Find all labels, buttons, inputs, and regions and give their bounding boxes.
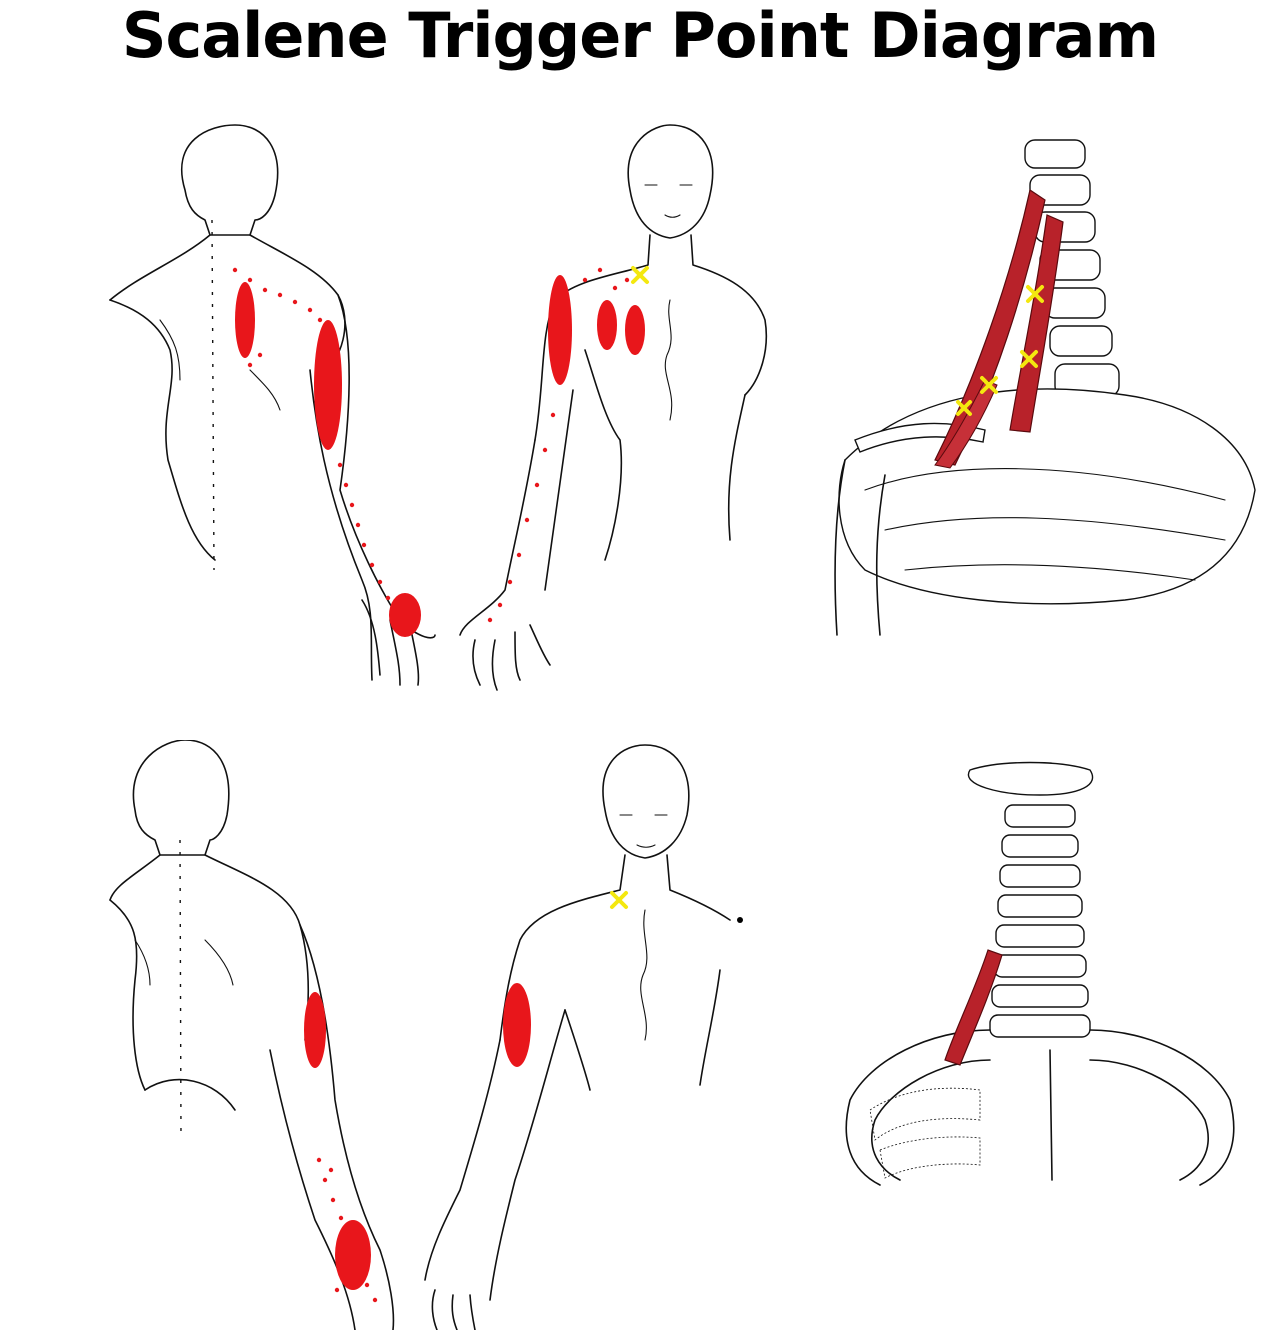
cervical-spine-rib-cage-icon: [845, 761, 1235, 1186]
figure-back-view-top: [100, 120, 460, 700]
figure-front-view-top: [455, 120, 775, 700]
cross-icon: [980, 376, 998, 394]
figure-front-view-bottom: [415, 740, 755, 1330]
page-title: Scalene Trigger Point Diagram: [121, 0, 1159, 72]
figure-back-view-bottom: [105, 740, 425, 1330]
cross-icon: [1026, 285, 1044, 303]
pain-zone-overlay: [503, 891, 743, 1067]
cross-icon: [956, 400, 972, 416]
pain-zone-overlay: [304, 992, 378, 1303]
cross-icon: [610, 891, 628, 909]
cross-icon: [1020, 350, 1038, 368]
pain-zone-overlay: [487, 266, 649, 623]
figure-neck-anatomy-front: [840, 760, 1250, 1190]
cross-icon: [631, 266, 649, 284]
cervical-spine-scalene-muscles-icon: [834, 139, 1256, 636]
figure-neck-anatomy-side: [825, 130, 1265, 640]
human-front-outline-icon: [459, 124, 768, 691]
pain-zone-overlay: [232, 267, 421, 637]
human-back-outline-icon: [109, 124, 436, 686]
